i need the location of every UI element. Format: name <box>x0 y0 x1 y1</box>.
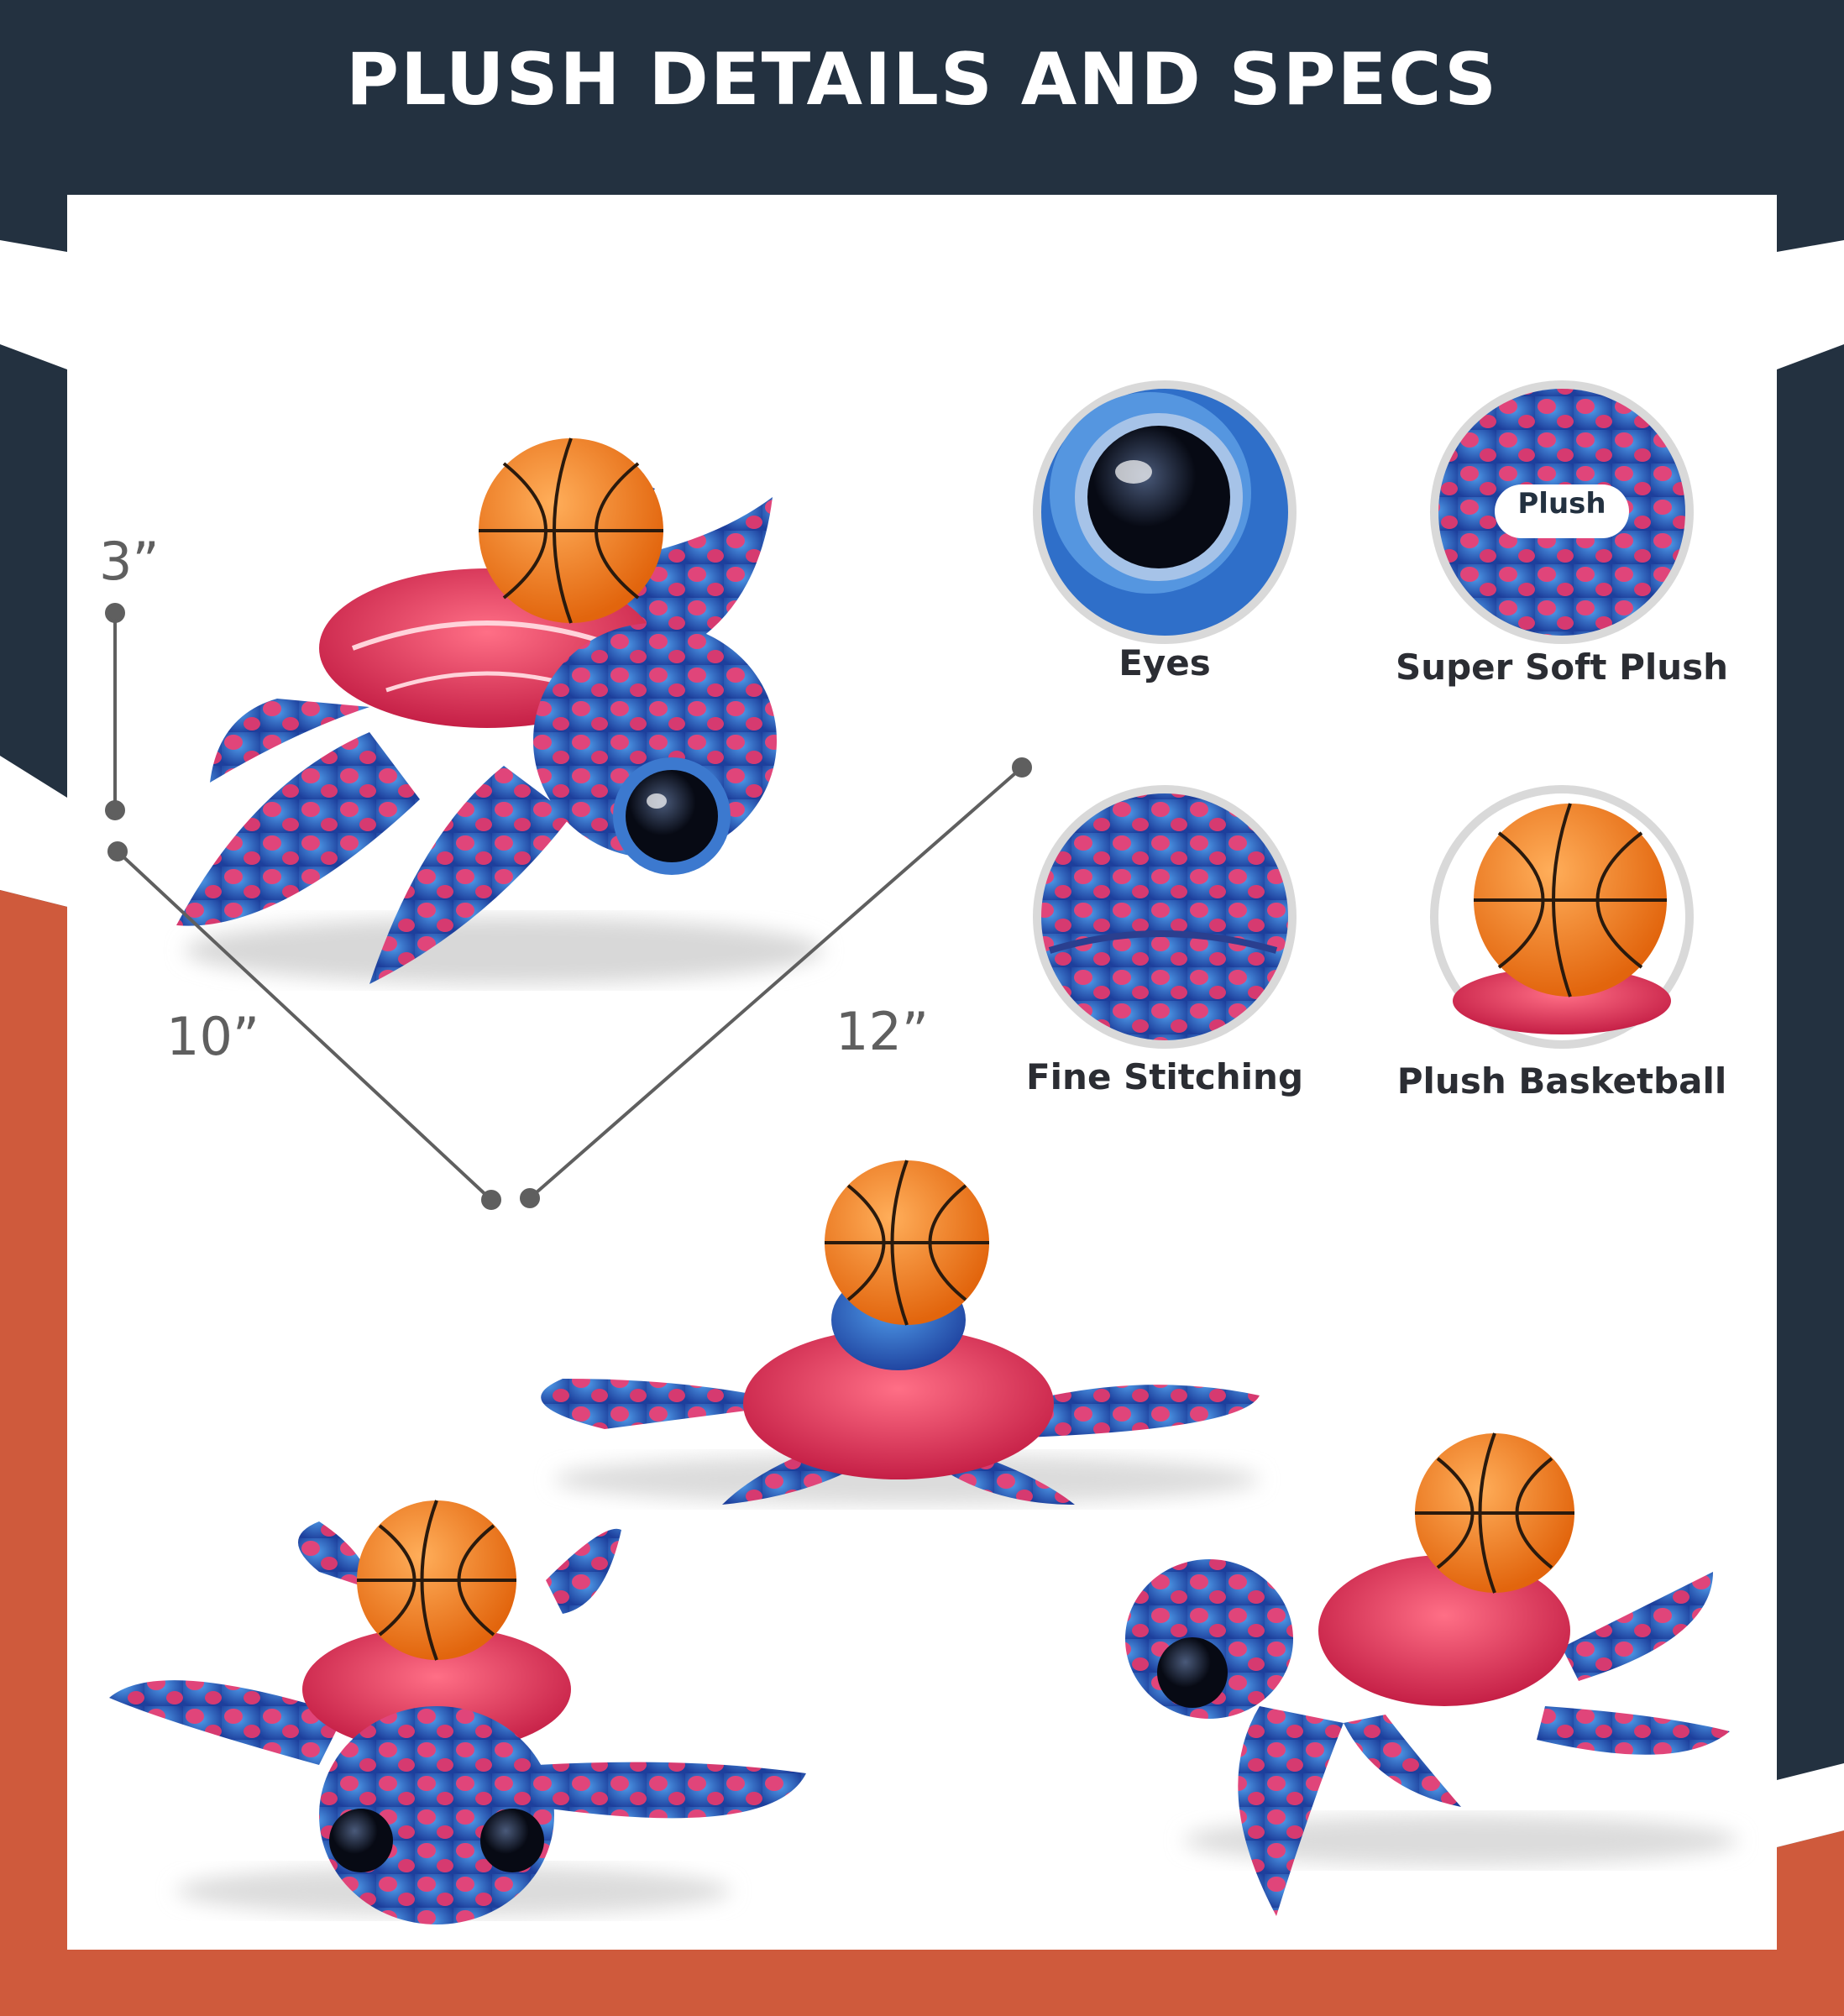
dimension-dot <box>105 800 125 820</box>
plush-badge-text: Plush <box>1517 487 1606 521</box>
turtle-back-view-image <box>541 1160 1260 1505</box>
dimension-dot <box>481 1190 501 1210</box>
turtle-side-view-image <box>1125 1432 1738 1916</box>
dimension-height-label: 3” <box>99 531 160 592</box>
feature-label-fine-stitching: Fine Stitching <box>1025 1056 1304 1097</box>
feature-stitching-image <box>1033 785 1297 1049</box>
turtle-front-view-image <box>109 1500 806 1924</box>
main-turtle-image <box>176 437 823 984</box>
dimension-dot <box>1012 757 1032 778</box>
feature-eyes-image <box>1033 380 1297 644</box>
dimension-width-label: 12” <box>836 1001 930 1062</box>
dimension-lines <box>105 603 1032 1210</box>
feature-label-eyes: Eyes <box>1118 642 1211 683</box>
page-title: PLUSH DETAILS AND SPECS <box>345 38 1499 122</box>
feature-basketball-image <box>1430 785 1694 1049</box>
illustration-layer <box>105 380 1738 1924</box>
dimension-dot <box>520 1188 540 1208</box>
dimension-dot <box>107 841 128 861</box>
feature-label-plush-basketball: Plush Basketball <box>1396 1060 1727 1102</box>
dimension-length-label: 10” <box>166 1006 260 1067</box>
feature-plush-image <box>1430 380 1694 644</box>
feature-label-super-soft-plush: Super Soft Plush <box>1395 647 1729 688</box>
dimension-dot <box>105 603 125 623</box>
